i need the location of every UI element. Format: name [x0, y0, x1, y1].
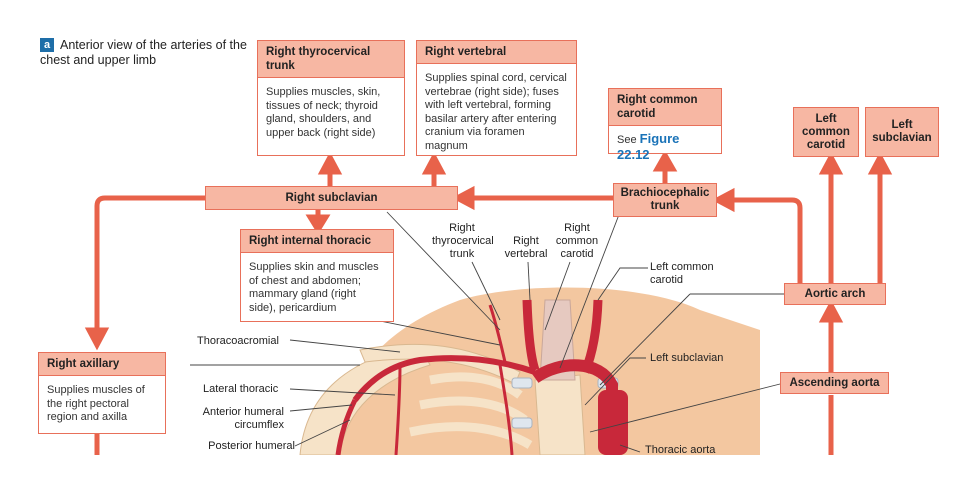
- right-internal-thoracic-body: Supplies skin and muscles of chest and a…: [249, 261, 379, 314]
- bottom-margin: [0, 455, 980, 504]
- label-anterior-humeral-circumflex: Anterior humeral circumflex: [202, 406, 284, 431]
- right-vertebral-title: Right vertebral: [417, 41, 576, 64]
- panel-tag: a: [40, 38, 54, 52]
- right-thyrocervical-trunk-title: Right thyrocervical trunk: [258, 41, 404, 78]
- rib-2-shape: [419, 396, 528, 424]
- caption-text: Anterior view of the arteries of the che…: [40, 38, 247, 67]
- descending-aorta-shape: [598, 390, 628, 455]
- right-subclavian-artery: [352, 355, 536, 402]
- rib-1-shape: [429, 372, 523, 399]
- label-right-thyrocervical-trunk: Right thyrocervical trunk: [432, 222, 494, 260]
- figure-reference-link[interactable]: Figure 22.12: [617, 131, 680, 162]
- right-vertebral-body: Supplies spinal cord, cervical vertebrae…: [425, 72, 567, 152]
- right-vertebral-box: Right vertebral Supplies spinal cord, ce…: [416, 40, 577, 156]
- left-subclavian-pill: Left subclavian: [865, 107, 939, 157]
- internal-thoracic-artery: [498, 364, 514, 456]
- label-right-vertebral: Right vertebral: [504, 235, 548, 260]
- ascending-aorta-pill: Ascending aorta: [780, 372, 889, 394]
- right-axillary-box: Right axillary Supplies muscles of the r…: [38, 352, 166, 434]
- label-left-common-carotid: Left common carotid: [650, 261, 714, 286]
- right-subclavian-pill: Right subclavian: [205, 186, 458, 210]
- leader-lines: [190, 211, 785, 453]
- right-internal-thoracic-title: Right internal thoracic: [241, 230, 393, 253]
- label-posterior-humeral: Posterior humeral: [208, 440, 295, 452]
- right-common-carotid-title: Right common carotid: [609, 89, 721, 126]
- right-common-carotid-body: See Figure 22.12: [609, 126, 721, 169]
- sternum-shape: [534, 374, 586, 456]
- right-common-carotid-box: Right common carotid See Figure 22.12: [608, 88, 722, 161]
- right-common-carotid-artery: [522, 299, 540, 372]
- label-thoracic-aorta: Thoracic aorta: [645, 444, 716, 456]
- label-left-subclavian: Left subclavian: [650, 352, 724, 364]
- rib-3-shape: [409, 422, 533, 449]
- aortic-arch-artery: [531, 359, 618, 455]
- flow-arrows: [84, 149, 893, 455]
- cartilage-1: [511, 377, 533, 389]
- right-internal-thoracic-box: Right internal thoracic Supplies skin an…: [240, 229, 394, 322]
- axillary-artery: [335, 398, 358, 456]
- brachiocephalic-trunk-pill: Brachiocephalic trunk: [613, 183, 717, 217]
- label-lateral-thoracic: Lateral thoracic: [203, 383, 279, 395]
- thyrocervical-artery: [488, 304, 507, 363]
- see-text: See: [617, 134, 637, 146]
- right-thyrocervical-trunk-body: Supplies muscles, skin, tissues of neck;…: [266, 86, 381, 139]
- right-axillary-body: Supplies muscles of the right pectoral r…: [47, 384, 145, 423]
- left-common-carotid-pill: Left common carotid: [793, 107, 859, 157]
- right-thyrocervical-trunk-box: Right thyrocervical trunk Supplies muscl…: [257, 40, 405, 156]
- right-axillary-title: Right axillary: [39, 353, 165, 376]
- lateral-thoracic-artery: [394, 364, 402, 456]
- label-right-common-carotid: Right common carotid: [555, 222, 599, 260]
- aortic-arch-pill: Aortic arch: [784, 283, 886, 305]
- label-thoracoacromial: Thoracoacromial: [197, 335, 279, 347]
- cartilage-2: [511, 417, 533, 429]
